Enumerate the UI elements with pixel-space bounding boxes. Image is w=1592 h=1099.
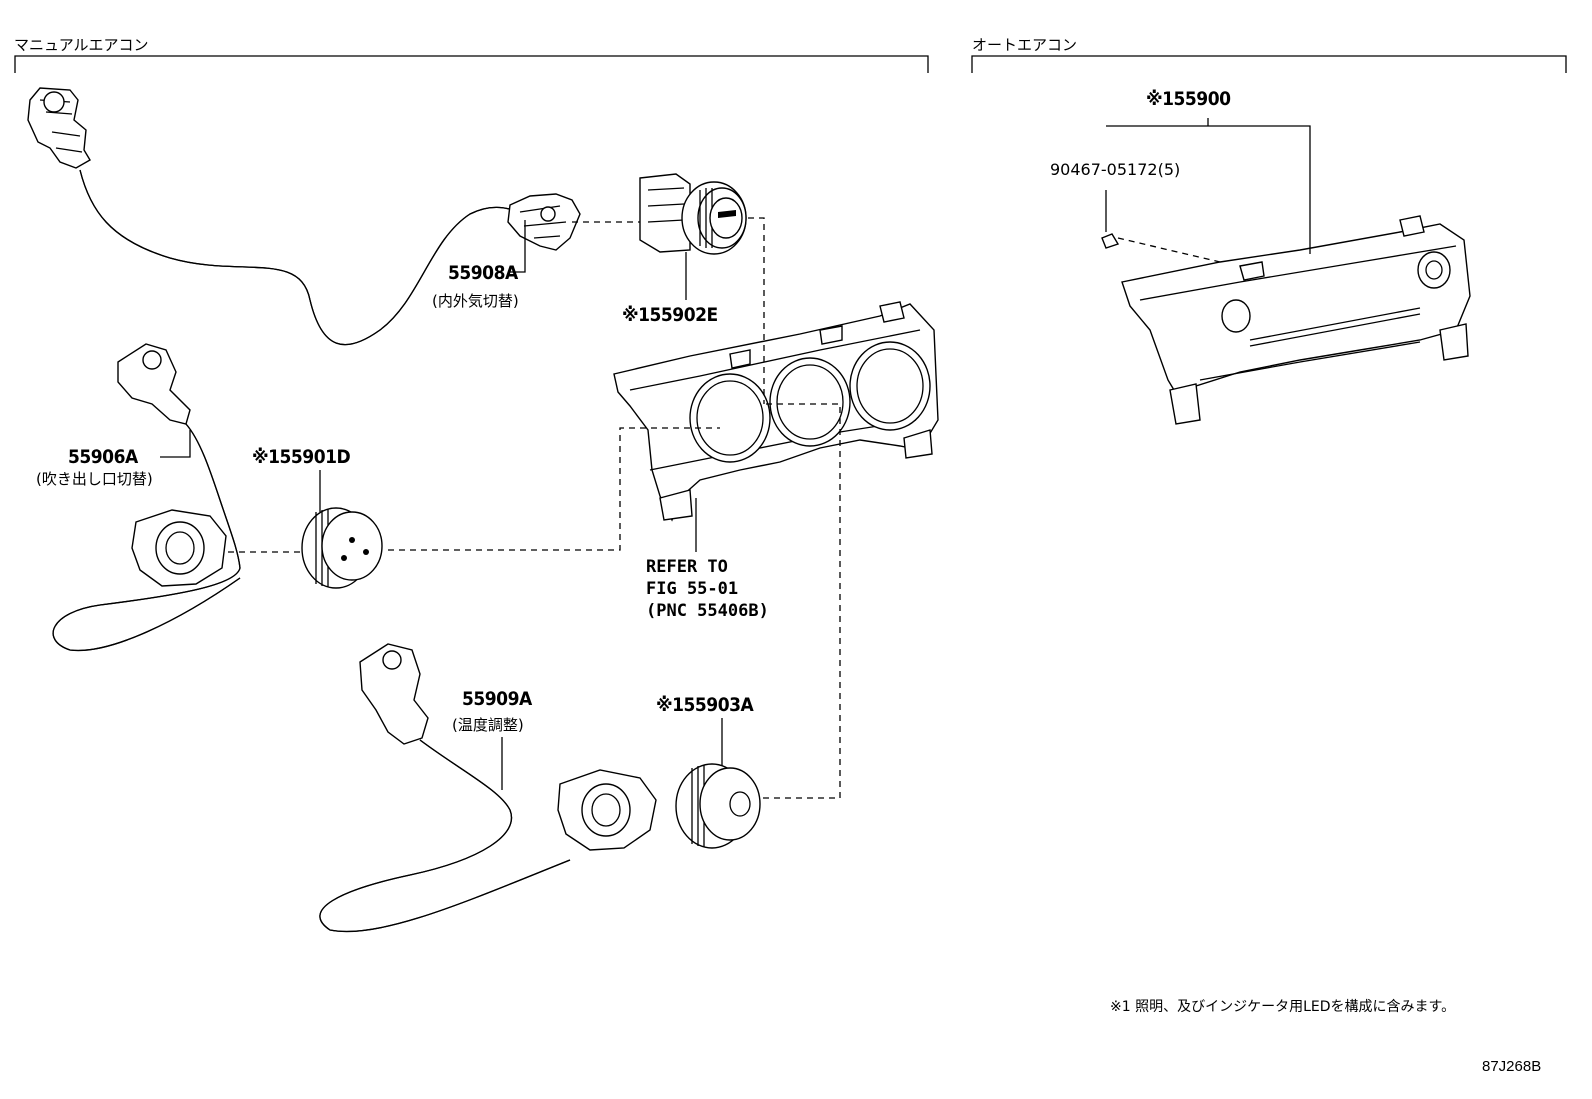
part-number-55901d[interactable]: ※155901D <box>252 446 351 468</box>
part-number-90467[interactable]: 90467-05172(5) <box>1050 160 1181 179</box>
reference-line-3: (PNC 55406B) <box>646 601 769 621</box>
auto-section-bracket <box>971 55 1567 73</box>
part-number-55900[interactable]: ※155900 <box>1146 88 1231 110</box>
manual-section-bracket <box>14 55 929 73</box>
knob-55903a <box>675 763 761 849</box>
leader-lines <box>160 118 1311 790</box>
control-panel-bezel <box>613 301 939 522</box>
reference-note[interactable]: REFER TO FIG 55-01 (PNC 55406B) <box>646 556 769 622</box>
auto-ac-control-panel <box>1101 215 1471 425</box>
part-desc-55909a: (温度調整) <box>452 716 524 734</box>
switch-harness-55909a <box>319 643 657 933</box>
reference-line-1: REFER TO <box>646 557 728 577</box>
knob-55901d <box>301 507 383 589</box>
auto-ac-section-title: オートエアコン <box>972 36 1078 54</box>
part-number-55902e[interactable]: ※155902E <box>622 304 718 326</box>
manual-ac-section-title: マニュアルエアコン <box>14 36 149 54</box>
part-number-55906a[interactable]: 55906A <box>68 446 138 468</box>
led-footnote: ※1 照明、及びインジケータ用LEDを構成に含みます。 <box>1110 999 1456 1015</box>
part-desc-55906a: (吹き出し口切替) <box>36 470 153 488</box>
dashed-assembly-lines <box>228 217 1221 799</box>
figure-code: 87J268B <box>1482 1058 1542 1075</box>
part-number-55909a[interactable]: 55909A <box>462 688 532 710</box>
part-number-55908a[interactable]: 55908A <box>448 262 518 284</box>
part-number-55903a[interactable]: ※155903A <box>656 694 754 716</box>
switch-harness-55908a <box>27 87 581 346</box>
knob-55902e <box>639 173 747 255</box>
switch-harness-55906a <box>52 343 241 652</box>
part-desc-55908a: (内外気切替) <box>432 292 519 310</box>
reference-line-2: FIG 55-01 <box>646 579 739 599</box>
